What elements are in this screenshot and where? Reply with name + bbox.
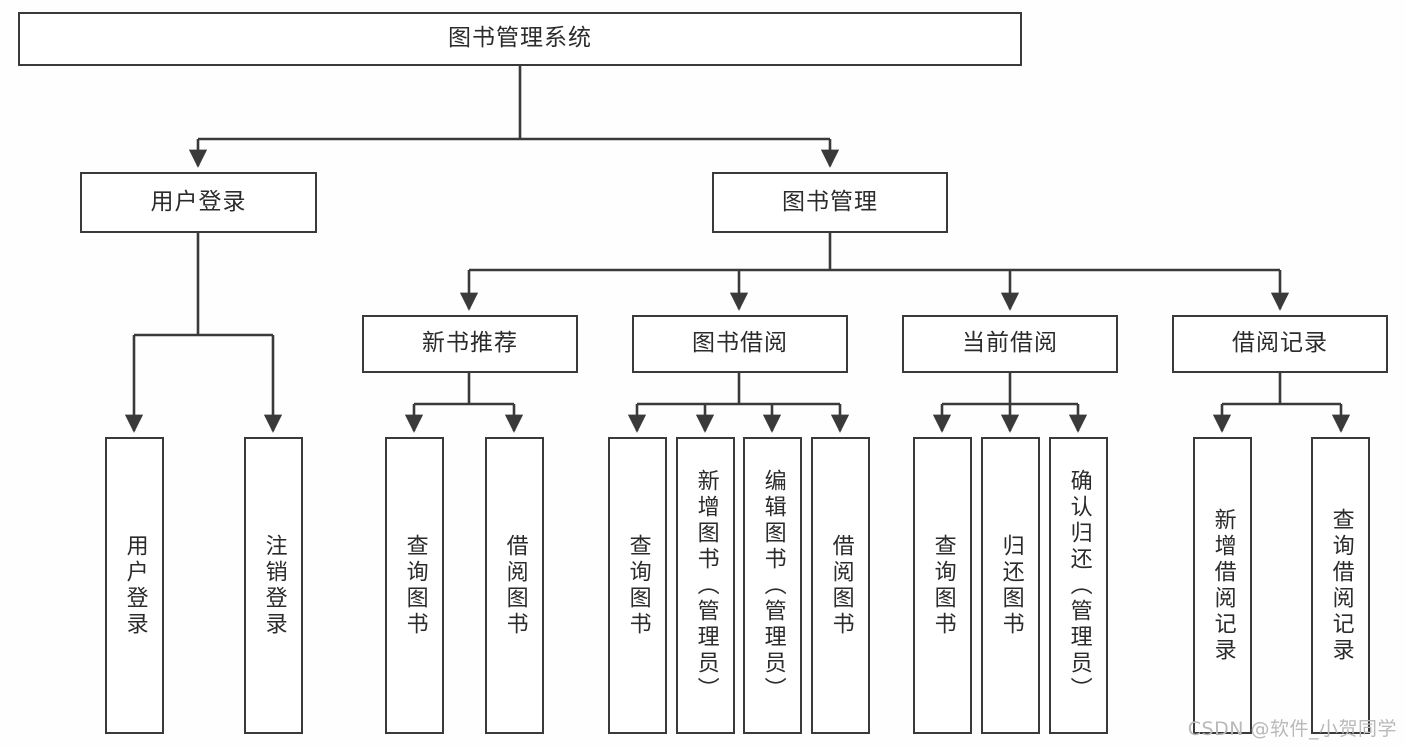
leaf-query-book-3[interactable]: 查询图书 — [913, 437, 972, 734]
leaf-borrow-book-2-label: 借阅图书 — [828, 533, 854, 638]
leaf-query-book-1-label: 查询图书 — [402, 533, 428, 638]
leaf-query-borrow-record-label: 查询借阅记录 — [1328, 507, 1354, 664]
leaf-user-login[interactable]: 用户登录 — [105, 437, 164, 734]
leaf-edit-book-admin-label: 编辑图书（管理员） — [760, 468, 786, 703]
leaf-logout-label: 注销登录 — [261, 533, 287, 638]
leaf-query-borrow-record[interactable]: 查询借阅记录 — [1311, 437, 1370, 734]
node-root-label: 图书管理系统 — [448, 25, 592, 52]
leaf-user-login-label: 用户登录 — [122, 533, 148, 638]
leaf-confirm-return-admin[interactable]: 确认归还（管理员） — [1049, 437, 1108, 734]
leaf-query-book-2-label: 查询图书 — [625, 533, 651, 638]
node-current-borrow[interactable]: 当前借阅 — [902, 315, 1118, 373]
leaf-add-borrow-record[interactable]: 新增借阅记录 — [1193, 437, 1252, 734]
leaf-borrow-book-2[interactable]: 借阅图书 — [811, 437, 870, 734]
node-root[interactable]: 图书管理系统 — [18, 12, 1022, 66]
node-current-borrow-label: 当前借阅 — [962, 330, 1058, 357]
leaf-logout[interactable]: 注销登录 — [244, 437, 303, 734]
node-new-book-recommend[interactable]: 新书推荐 — [362, 315, 578, 373]
leaf-add-book-admin-label: 新增图书（管理员） — [693, 468, 719, 703]
node-new-book-recommend-label: 新书推荐 — [422, 330, 518, 357]
leaf-borrow-book-1-label: 借阅图书 — [502, 533, 528, 638]
leaf-query-book-2[interactable]: 查询图书 — [608, 437, 667, 734]
node-book-manage-label: 图书管理 — [782, 188, 878, 215]
leaf-query-book-3-label: 查询图书 — [930, 533, 956, 638]
node-book-manage[interactable]: 图书管理 — [712, 172, 948, 233]
leaf-add-book-admin[interactable]: 新增图书（管理员） — [676, 437, 735, 734]
leaf-add-borrow-record-label: 新增借阅记录 — [1210, 507, 1236, 664]
leaf-query-book-1[interactable]: 查询图书 — [385, 437, 444, 734]
node-user-login-label: 用户登录 — [150, 188, 247, 215]
node-user-login[interactable]: 用户登录 — [80, 172, 317, 233]
node-book-borrow[interactable]: 图书借阅 — [632, 315, 848, 373]
leaf-return-book[interactable]: 归还图书 — [981, 437, 1040, 734]
leaf-borrow-book-1[interactable]: 借阅图书 — [485, 437, 544, 734]
node-borrow-record[interactable]: 借阅记录 — [1172, 315, 1388, 373]
leaf-confirm-return-admin-label: 确认归还（管理员） — [1066, 468, 1092, 703]
node-borrow-record-label: 借阅记录 — [1232, 330, 1328, 357]
leaf-edit-book-admin[interactable]: 编辑图书（管理员） — [743, 437, 802, 734]
node-book-borrow-label: 图书借阅 — [692, 330, 788, 357]
leaf-return-book-label: 归还图书 — [998, 533, 1024, 638]
